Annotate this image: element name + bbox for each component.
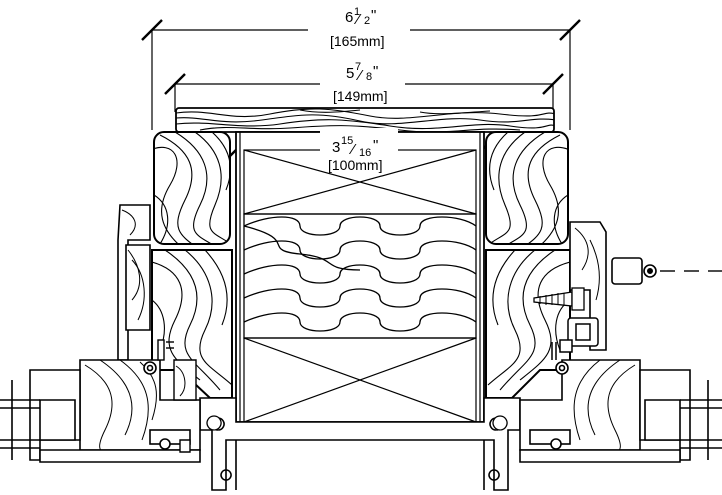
svg-text:⁄: ⁄ xyxy=(353,11,362,28)
right-screw-icon xyxy=(550,361,569,450)
dim-numerator: 15 xyxy=(341,135,353,147)
dimension-label-outer: 6 1 ⁄ 2 " [165mm] xyxy=(330,6,384,49)
dim-unit: " xyxy=(373,137,378,154)
dim-unit: " xyxy=(373,63,378,80)
left-sash xyxy=(0,359,201,463)
dim-whole: 3 xyxy=(332,139,340,156)
svg-text:⁄: ⁄ xyxy=(355,67,364,84)
dim-metric: [149mm] xyxy=(333,88,387,104)
core-cavity xyxy=(235,131,485,423)
right-lower-wood-block xyxy=(485,249,571,399)
left-clip-icon xyxy=(157,339,197,453)
right-sash xyxy=(519,359,722,463)
right-upper-wood-block xyxy=(485,131,569,245)
dim-denominator: 2 xyxy=(364,15,370,27)
left-upper-wood-block xyxy=(153,131,231,245)
dim-metric: [165mm] xyxy=(330,33,384,49)
dim-metric: [100mm] xyxy=(328,157,382,173)
dim-numerator: 1 xyxy=(354,6,360,18)
dim-whole: 5 xyxy=(346,65,354,82)
svg-text:⁄: ⁄ xyxy=(348,141,357,158)
left-lower-wood-block xyxy=(151,249,233,399)
dim-numerator: 7 xyxy=(355,61,361,73)
dim-denominator: 16 xyxy=(359,147,371,159)
left-screw-icon xyxy=(143,361,171,450)
clip-bracket xyxy=(611,257,722,285)
dimension-149mm xyxy=(164,73,564,112)
dimension-label-inner: 3 15 ⁄ 16 " [100mm] xyxy=(320,128,398,173)
dim-denominator: 8 xyxy=(366,71,372,83)
shim-bracket xyxy=(551,317,599,360)
dim-unit: " xyxy=(371,7,376,24)
dimension-label-middle: 5 7 ⁄ 8 " [149mm] xyxy=(333,61,387,104)
wood-screw-icon xyxy=(533,287,585,311)
dimension-165mm xyxy=(141,19,581,130)
left-outer-trim xyxy=(117,204,151,361)
dim-whole: 6 xyxy=(345,9,353,26)
channel-screws xyxy=(206,415,508,431)
